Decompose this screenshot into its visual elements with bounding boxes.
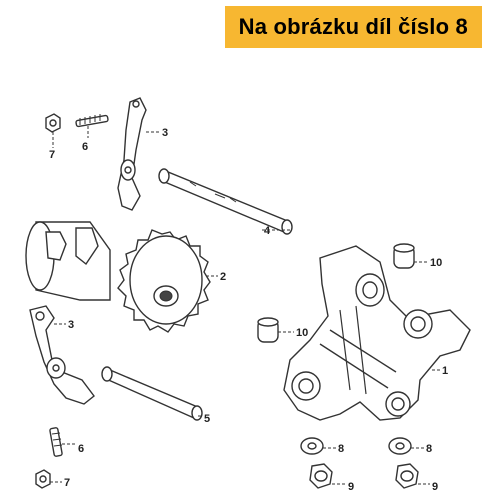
callout-6b: 6 <box>78 443 84 455</box>
callout-10b: 10 <box>296 327 308 339</box>
part-1-cam-holder[interactable] <box>283 245 471 421</box>
part-6-screw-bottom[interactable] <box>49 427 63 457</box>
callout-9a: 9 <box>348 481 354 493</box>
callout-8b: 8 <box>426 443 432 455</box>
part-6-screw-top[interactable] <box>75 114 109 128</box>
callout-5: 5 <box>204 413 210 425</box>
callout-3a: 3 <box>162 127 168 139</box>
part-7-nut-top[interactable] <box>45 113 61 133</box>
callout-7b: 7 <box>64 477 70 489</box>
part-10-dowel-top[interactable] <box>393 243 415 269</box>
callout-4: 4 <box>264 225 271 237</box>
part-8-washer-right[interactable] <box>388 437 412 455</box>
callout-10a: 10 <box>430 257 442 269</box>
part-2-camshaft-sprocket[interactable] <box>25 221 211 333</box>
part-5-rocker-shaft-lower[interactable] <box>101 366 203 421</box>
part-7-nut-bottom[interactable] <box>35 469 51 489</box>
callout-6a: 6 <box>82 141 88 153</box>
part-3-rocker-arm-bottom[interactable] <box>29 305 95 405</box>
part-8-washer-left[interactable] <box>300 437 324 455</box>
part-number-banner: Na obrázku díl číslo 8 <box>224 6 482 48</box>
part-3-rocker-arm-top[interactable] <box>117 97 147 211</box>
callout-1: 1 <box>442 365 448 377</box>
callout-8a: 8 <box>338 443 344 455</box>
callout-7a: 7 <box>49 149 55 161</box>
part-4-rocker-shaft[interactable] <box>158 168 293 235</box>
callout-2: 2 <box>220 271 226 283</box>
part-9-nut-left[interactable] <box>309 463 333 489</box>
callout-9b: 9 <box>432 481 438 493</box>
part-10-dowel-middle[interactable] <box>257 317 279 343</box>
callout-3b: 3 <box>68 319 74 331</box>
part-9-nut-right[interactable] <box>395 463 419 489</box>
